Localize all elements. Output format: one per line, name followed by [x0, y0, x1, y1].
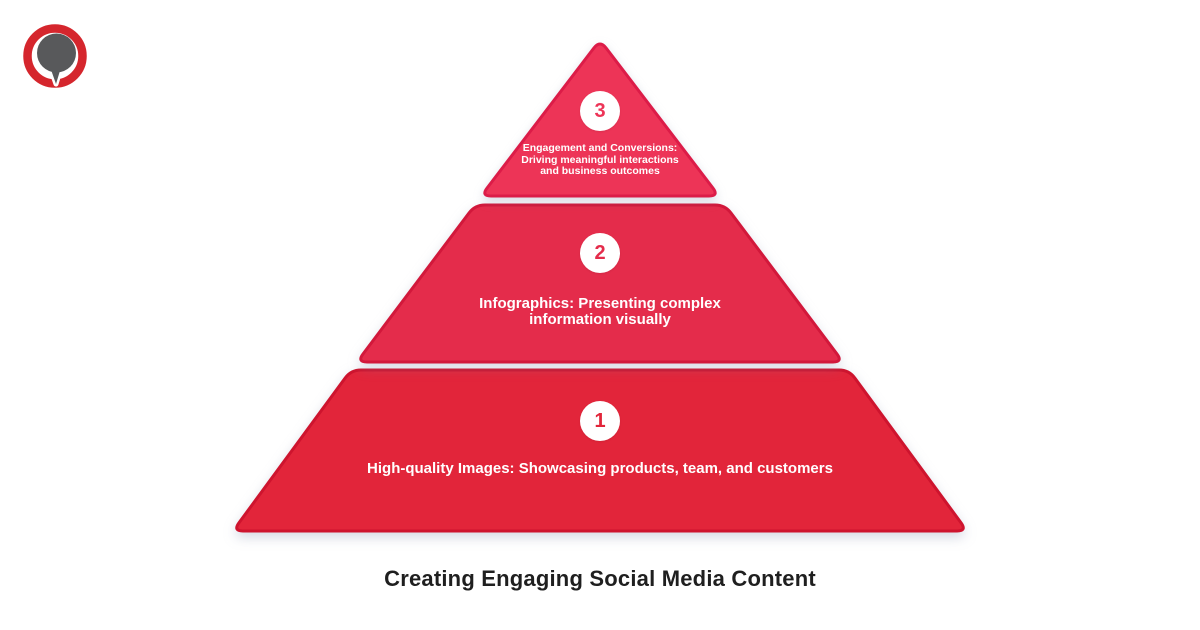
level-2-label: Infographics: Presenting complex informa…	[479, 295, 721, 328]
level-1-label: High-quality Images: Showcasing products…	[367, 460, 833, 477]
logo-bubble	[37, 33, 76, 73]
pyramid-level-2	[359, 203, 841, 364]
level-3-label: Engagement and Conversions: Driving mean…	[521, 142, 679, 177]
pyramid-level-1	[235, 368, 965, 533]
level-1-badge: 1	[580, 401, 620, 441]
speech-bubble-logo-icon	[23, 24, 87, 88]
level-2-number: 2	[594, 241, 606, 264]
level-1-number: 1	[594, 409, 606, 432]
infographic-title: Creating Engaging Social Media Content	[384, 566, 816, 591]
level-2-badge: 2	[580, 233, 620, 273]
level-3-badge: 3	[580, 91, 620, 131]
level-3-number: 3	[594, 99, 606, 122]
